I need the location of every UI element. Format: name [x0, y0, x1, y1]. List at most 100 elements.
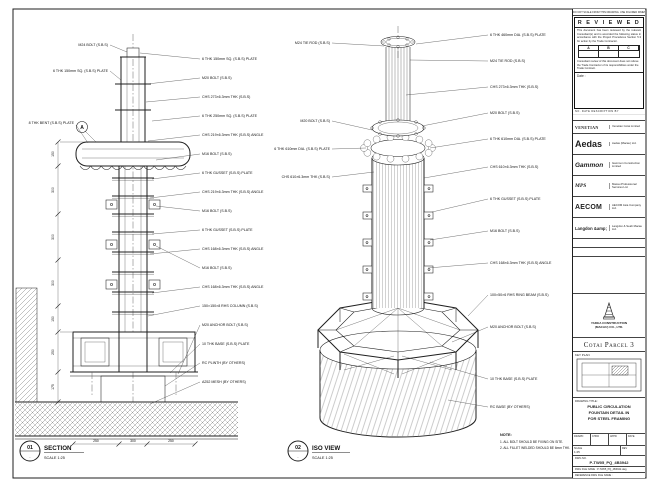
- company-row-architect: Aedas Aedas (Macau) Ltd.: [573, 134, 645, 155]
- section-base: [70, 331, 198, 403]
- view-number: 01: [27, 445, 33, 451]
- dim-label: 250: [93, 439, 99, 443]
- revision-table: NO. DATE DESCRIPTION BY: [573, 109, 645, 121]
- meta-drawn: DRAWN: [573, 434, 591, 445]
- meta-label: APPD: [610, 434, 617, 438]
- annotation-label: M16 BOLT (S.B.S): [490, 229, 520, 233]
- reviewed-date: Date :: [575, 71, 643, 81]
- company-row-qs: Langdon &amp; Seah Langdon & Seah Macau …: [573, 218, 645, 239]
- annotation-label: 8 THK BENT (S.B.S) PLATE: [29, 121, 75, 125]
- dim-label: 150: [51, 151, 55, 157]
- dim-label: 300: [130, 439, 136, 443]
- project-name: Cotai Parcel 3: [573, 338, 645, 352]
- general-notes: NOTE: 1. ALL BOLT SHOULD BE FIXING ON SI…: [500, 433, 570, 450]
- section-view: A: [15, 34, 264, 462]
- view-ref: -: [29, 455, 30, 459]
- spare-row: [573, 257, 645, 294]
- annotation-label: M20 ANCHOR BOLT (S.B.S): [202, 323, 248, 327]
- subcontractor-block: YADEA CONSTRUCTION (MACAU) CO., LTD.: [573, 294, 645, 338]
- section-annotations: M24 BOLT (S.B.S) 6 THK 150mm SQ. (S.B.S)…: [29, 43, 264, 384]
- annotation-label: CHS 610×6.3mm THK (S.B.S): [282, 175, 330, 179]
- annotation-label: CHS 273×6.3mm THK (S.B.S): [202, 95, 250, 99]
- status-box-a: [579, 51, 599, 57]
- contractor-logo: [603, 301, 615, 320]
- annotation-label: M16 BOLT (S.B.S): [202, 209, 232, 213]
- grid-bubble-label: A: [80, 125, 84, 131]
- meta-chkd: CHKD: [591, 434, 609, 445]
- dim-label: 175: [51, 384, 55, 390]
- annotation-label: M20 BOLT (S.B.S): [300, 119, 330, 123]
- note-line: 1. ALL BOLT SHOULD BE FIXING ON SITE.: [500, 440, 563, 444]
- qs-logo: Langdon &amp; Seah: [575, 225, 607, 231]
- reviewed-body: This document has been reviewed by the r…: [577, 29, 641, 43]
- meta-row: DRAWN CHKD APPD DATE: [573, 434, 645, 446]
- reviewed-stamp: R E V I E W E D This document has been r…: [574, 17, 644, 109]
- basin-coping: [75, 141, 191, 171]
- sheet-border: [12, 8, 647, 479]
- consultant-name: AECOM Asia Company Ltd.: [609, 203, 643, 211]
- meta-label: SCALE: [574, 446, 583, 450]
- annotation-label: 6 THK 460mm DIA. (S.B.S) PLATE: [490, 33, 546, 37]
- annotation-label: 6 THK 610mm DIA. (S.B.S) PLATE: [274, 147, 330, 151]
- company-row-engineer: MPS Macau Professional Services Ltd.: [573, 176, 645, 197]
- iso-scallop-ring: [360, 133, 436, 163]
- annotation-label: CHS 168×6.3mm THK (S.B.S) ANGLE: [490, 261, 552, 265]
- view-scale: SCALE 1:25: [312, 456, 333, 460]
- annotation-label: 6 THK GUSSET (S.B.S) PLATE: [202, 228, 253, 232]
- drawing-number-block: DWG NO. P-TW05_PQ_4B3942: [573, 456, 645, 467]
- section-leader-lines: [75, 44, 201, 405]
- titleblock-top-note: DO NOT SCALE FROM THIS DRAWING. USE FIGU…: [573, 11, 645, 16]
- drawing-title-line: PUBLIC CIRCULATION: [587, 404, 631, 409]
- annotation-label: M20 BOLT (S.B.S): [490, 111, 520, 115]
- annotation-label: RC BASE (BY OTHERS): [490, 405, 530, 409]
- subcontractor-name-line1: YADEA CONSTRUCTION: [590, 320, 628, 325]
- dim-label: 150: [51, 316, 55, 322]
- annotation-label: CHS 219×6.3mm THK (S.B.S) ANGLE: [202, 190, 264, 194]
- view-scale: SCALE 1:25: [44, 456, 65, 460]
- dim-label: 300: [51, 187, 55, 193]
- spare-row: [573, 239, 645, 248]
- iso-column: [362, 150, 434, 316]
- annotation-label: M20 BOLT (S.B.S): [202, 76, 232, 80]
- annotation-label: 6 THK 150mm SQ. (S.B.S) PLATE: [202, 57, 258, 61]
- company-row-client: VENETIAN Venetian Cotai Limited: [573, 121, 645, 134]
- meta-label: REV: [622, 446, 628, 450]
- iso-leader-lines: [331, 34, 489, 408]
- iso-annotations: 6 THK 460mm DIA. (S.B.S) PLATE M24 TIE R…: [274, 33, 552, 409]
- annotation-label: M16 BOLT (S.B.S): [202, 152, 232, 156]
- meta-value: [574, 438, 589, 442]
- dwg-no-label: DWG NO.: [575, 456, 587, 460]
- meta-value: [628, 438, 644, 442]
- dim-label: 250: [168, 439, 174, 443]
- annotation-label: M16 BOLT (S.B.S): [202, 266, 232, 270]
- meta-date: DATE: [627, 434, 645, 445]
- view-number: 02: [295, 445, 301, 451]
- annotation-label: M24 TIE ROD (S.B.S): [490, 59, 525, 63]
- meta-value: [610, 438, 625, 442]
- annotation-label: 100×50×6 RHS RING BEAM (S.B.S): [490, 293, 549, 297]
- meta-row-2: SCALE 1:25 REV: [573, 446, 645, 456]
- annotation-label: 6 THK 250mm SQ. (S.B.S) PLATE: [202, 114, 258, 118]
- main-contractor-logo: Gammon: [575, 161, 604, 169]
- status-col-b: B: [599, 46, 619, 51]
- reviewed-note: Consultant review of this document does …: [577, 60, 639, 70]
- meta-label: DRAWN: [574, 434, 584, 438]
- title-block: DO NOT SCALE FROM THIS DRAWING. USE FIGU…: [573, 9, 645, 478]
- status-col-a: A: [579, 46, 599, 51]
- annotation-label: M24 BOLT (S.B.S): [78, 43, 108, 47]
- iso-view-title: 02 - ISO VIEW SCALE 1:25: [287, 440, 350, 462]
- dwg-no-value: P-TW05_PQ_4B3942: [589, 459, 629, 465]
- drawing-title-block: DRAWING TITLE: PUBLIC CIRCULATION FOUNTA…: [573, 398, 645, 434]
- iso-view: 6 THK 460mm DIA. (S.B.S) PLATE M24 TIE R…: [274, 26, 570, 462]
- engineer-name: Macau Professional Services Ltd.: [609, 182, 643, 190]
- meta-label: DATE: [628, 434, 635, 438]
- drawing-title-line: FOR STEEL FRAMING: [587, 416, 631, 421]
- reviewed-status-table: A B C: [578, 45, 640, 58]
- client-name: Venetian Cotai Limited: [609, 124, 640, 129]
- dwg-file-name: DWG FILE NAME : P-TW05_PQ_4B3942.dwg: [573, 467, 645, 473]
- annotation-label: CHS 610×6.3mm THK (S.B.S): [490, 165, 538, 169]
- meta-appd: APPD: [609, 434, 627, 445]
- status-box-c: [619, 51, 639, 57]
- annotation-label: 6 THK 610mm DIA. (S.B.S) PLATE: [490, 137, 546, 141]
